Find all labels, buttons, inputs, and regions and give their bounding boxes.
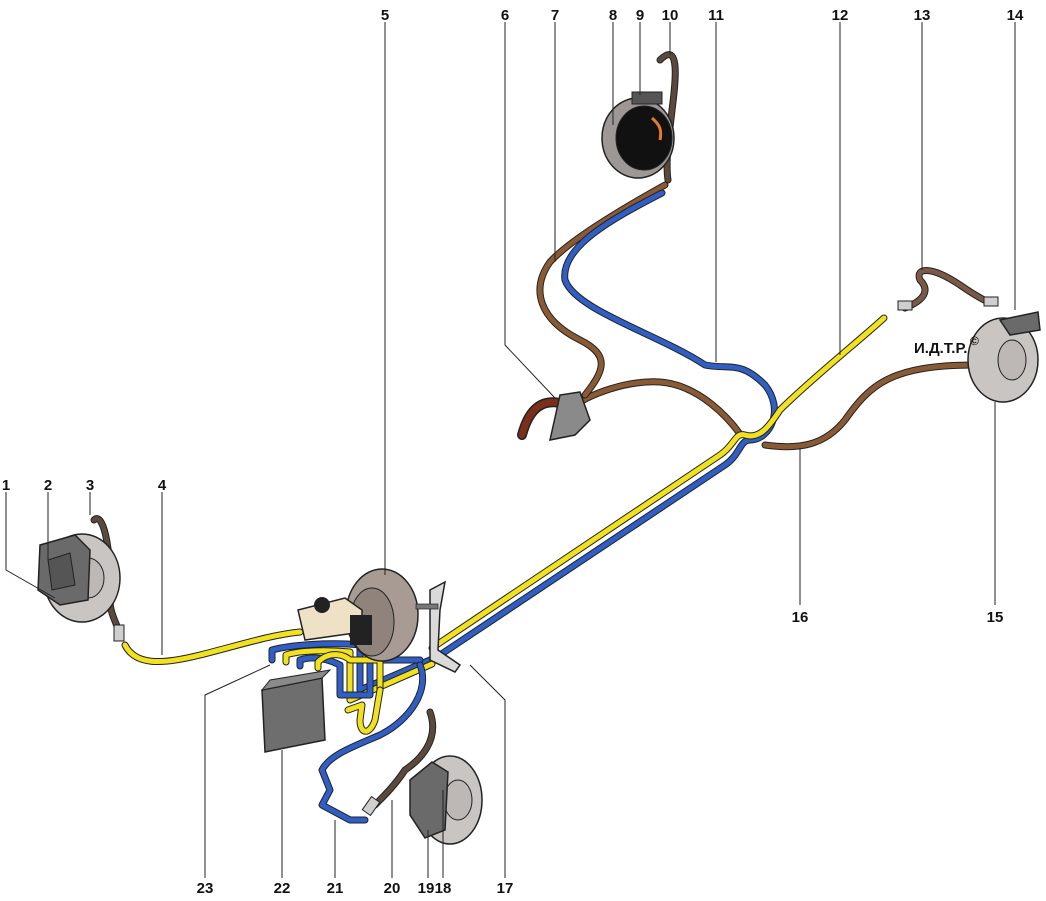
callout-16: 16: [792, 609, 809, 626]
yellow-line-12: [429, 315, 887, 651]
regulator-body: [549, 391, 591, 441]
yellow-line-bundle-b: [315, 652, 383, 693]
rear-right-hose-fitting: [897, 300, 913, 311]
front-right-hub: [443, 779, 473, 821]
front-left-hose-fitting: [113, 624, 125, 642]
rear-left-drum-brake: [601, 91, 675, 179]
brake-lines: [121, 181, 979, 824]
front-right-hose-fitting: [361, 795, 381, 817]
copyright-symbol: ©: [970, 334, 979, 348]
callout-6: 6: [501, 7, 509, 24]
callout-21: 21: [327, 880, 344, 897]
front-right-brake: [409, 755, 483, 845]
rear-right-caliper: [998, 311, 1041, 336]
callout-5: 5: [381, 7, 389, 24]
rear-right-hose-13: [902, 268, 991, 311]
callout-23: 23: [197, 880, 214, 897]
callout-8: 8: [609, 7, 617, 24]
callout-2: 2: [44, 477, 52, 494]
brown-line-7: [537, 182, 668, 398]
abs-unit: [260, 669, 332, 753]
rear-right-brake: [967, 311, 1041, 403]
pedal-bracket: [429, 580, 462, 673]
pushrod: [415, 603, 439, 610]
abs-block: [261, 677, 326, 753]
brake-booster-assembly: [297, 568, 462, 673]
reservoir-cap: [314, 597, 330, 613]
callout-14: 14: [1007, 7, 1024, 24]
leader-lines: [5, 22, 1016, 878]
rear-left-shoe-line: [650, 116, 663, 141]
rear-left-cylinder: [631, 91, 663, 105]
pressure-regulator: [517, 391, 591, 441]
callout-15: 15: [987, 609, 1004, 626]
callout-22: 22: [274, 880, 291, 897]
callout-11: 11: [708, 7, 724, 24]
watermark: И.Д.Т.Р.: [914, 340, 967, 357]
callout-20: 20: [384, 880, 401, 897]
callout-12: 12: [832, 7, 849, 24]
callout-17: 17: [497, 880, 514, 897]
yellow-line-bundle-a: [283, 648, 435, 703]
callout-19: 19: [418, 880, 435, 897]
front-right-hose: [372, 709, 436, 808]
front-left-caliper-pad: [47, 552, 76, 591]
yellow-line-stub: [345, 687, 383, 734]
rear-right-caliper-fitting: [983, 296, 999, 307]
rear-left-drum-inner: [615, 105, 673, 171]
callout-numbers: 1 2 3 4 5 6 7 8 9 10 11 12 13 14 15 16 1…: [2, 7, 1024, 897]
callout-9: 9: [636, 7, 644, 24]
master-cylinder: [350, 615, 372, 645]
callout-1: 1: [2, 477, 10, 494]
rear-right-hub: [997, 339, 1027, 381]
front-right-caliper: [409, 761, 449, 839]
callout-13: 13: [914, 7, 931, 24]
yellow-line-4: [122, 629, 303, 665]
flexible-hoses: [90, 51, 999, 817]
callout-7: 7: [551, 7, 559, 24]
callout-3: 3: [86, 477, 94, 494]
callout-10: 10: [662, 7, 679, 24]
blue-line-11: [437, 190, 777, 658]
front-left-brake: [37, 533, 121, 623]
blue-line-21: [319, 662, 426, 823]
callout-4: 4: [158, 477, 167, 494]
brown-line-16: [762, 362, 978, 450]
brown-line-regulator-to-center: [572, 379, 743, 437]
callout-18: 18: [435, 880, 452, 897]
blue-line-bundle-b: [297, 655, 423, 698]
abs-top: [260, 669, 332, 691]
regulator-lever-fill: [518, 398, 564, 439]
